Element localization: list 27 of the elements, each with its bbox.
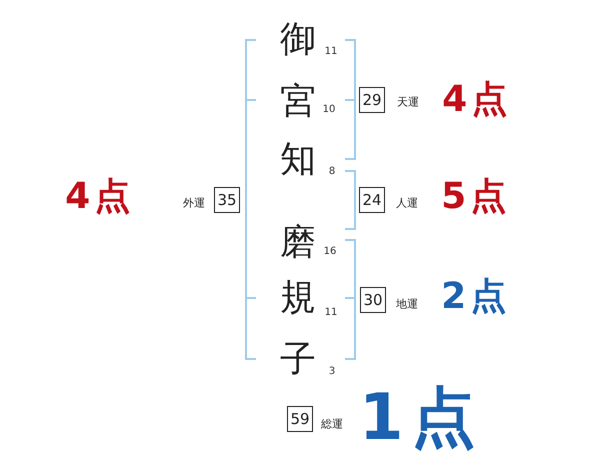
stroke-count: 10 — [322, 105, 336, 115]
name-character: 御 — [280, 22, 316, 58]
score-text: 4点 — [65, 179, 135, 215]
stroke-count: 11 — [324, 308, 338, 318]
number-box: 30 — [360, 287, 386, 313]
name-character: 宮 — [280, 84, 316, 120]
name-character: 子 — [280, 342, 316, 378]
score-text: 2点 — [441, 279, 511, 315]
number-box: 29 — [359, 87, 385, 113]
stroke-count: 16 — [324, 247, 336, 257]
stroke-count: 11 — [324, 47, 338, 57]
number-box: 59 — [287, 406, 313, 432]
fortune-label: 人運 — [396, 198, 418, 208]
name-character: 規 — [280, 280, 316, 316]
number-box: 35 — [214, 187, 240, 213]
fortune-label: 総運 — [321, 418, 343, 430]
stroke-count: 8 — [328, 167, 336, 177]
number-box: 24 — [359, 187, 385, 213]
fortune-label: 地運 — [396, 298, 418, 310]
score-text: 4点 — [442, 82, 512, 118]
stroke-count: 3 — [328, 367, 336, 377]
fortune-label: 天運 — [397, 96, 419, 108]
score-text: 5点 — [441, 179, 511, 215]
name-character: 磨 — [280, 225, 316, 261]
score-text: 1点 — [359, 386, 483, 450]
name-character: 知 — [280, 142, 316, 178]
fortune-label: 外運 — [183, 198, 205, 208]
